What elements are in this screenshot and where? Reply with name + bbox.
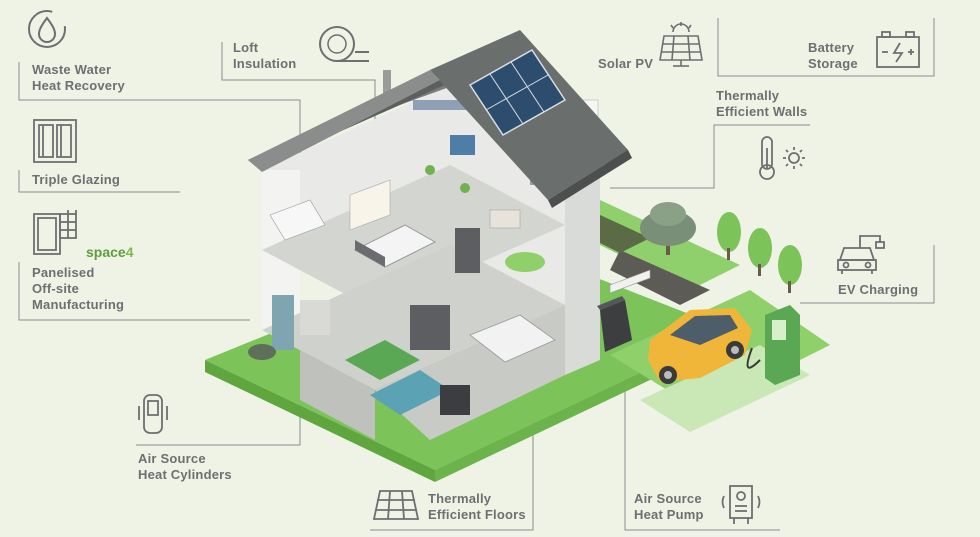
interior-furniture [269, 100, 556, 415]
ev-car [648, 308, 752, 384]
roof-left-slope [248, 70, 440, 172]
leader-lines [18, 18, 935, 531]
label-ev-charging: EV Charging [838, 282, 919, 297]
house-right-wall [565, 170, 600, 375]
floor-grid-icon [372, 490, 420, 520]
bush [248, 344, 276, 360]
leader-walls [610, 124, 810, 189]
garden-bench [609, 269, 651, 294]
ev-charger [746, 305, 800, 385]
leader-solar-battery [717, 18, 935, 77]
veg-bed [600, 215, 650, 253]
grass-edge-left [205, 360, 435, 482]
roof-right-edge [548, 150, 632, 208]
window-icon [33, 119, 77, 163]
leader-ev [800, 245, 935, 304]
garden-bed [610, 250, 710, 305]
heat-pump-unit [600, 300, 632, 352]
brand-logo: space4 [86, 244, 134, 260]
thermometer-sun-icon [759, 136, 805, 180]
solar-panel-icon [659, 22, 703, 67]
heat-pump-icon [721, 485, 761, 524]
water-recycle-icon [28, 10, 66, 48]
leader-panelised [18, 262, 250, 321]
label-solar-pv: Solar PV [598, 56, 654, 71]
leader-waste-water [18, 62, 301, 155]
vent-pipe [383, 70, 391, 98]
insulation-roll-icon [319, 26, 369, 62]
ev-car-icon [837, 235, 885, 274]
leader-pump [624, 360, 780, 531]
label-triple-glazing: Triple Glazing [32, 172, 121, 187]
leader-glazing [18, 170, 180, 193]
trees [640, 202, 802, 293]
leader-floors [370, 405, 534, 531]
foundation-front [300, 350, 375, 440]
heat-cylinder-icon [138, 394, 168, 434]
panel-grid-icon [33, 210, 77, 255]
battery-icon [876, 31, 920, 68]
roof-solar-array [468, 49, 567, 136]
